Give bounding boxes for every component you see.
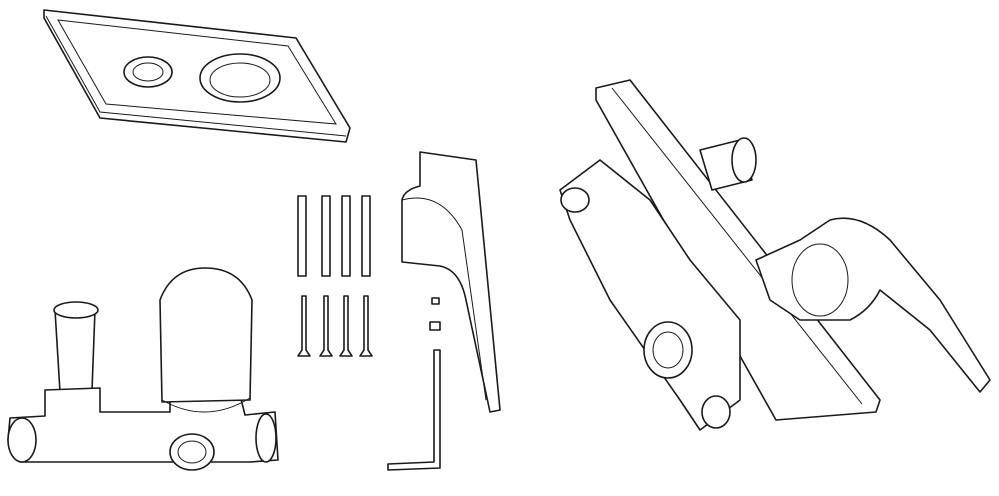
screws bbox=[297, 295, 373, 357]
allen-key bbox=[387, 349, 441, 471]
valve-body bbox=[7, 267, 279, 471]
cover-plate bbox=[43, 9, 351, 143]
assembled-valve bbox=[559, 79, 991, 431]
lever-handle bbox=[401, 151, 501, 413]
wall-anchors bbox=[297, 195, 371, 277]
